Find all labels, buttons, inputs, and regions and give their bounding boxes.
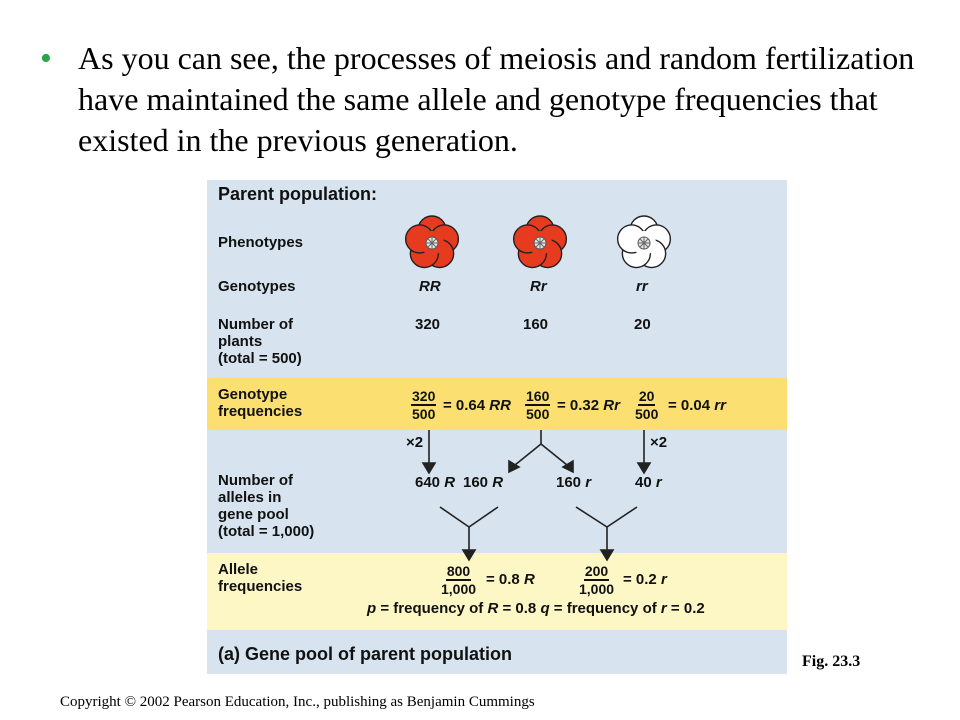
bullet-dot: • [40,40,52,77]
stamen-line [643,242,649,248]
frequency-rr-hetero: = 0.32 Rr [557,397,620,414]
count-rr-hetero: 160 [523,316,549,333]
allele-frequency-band [207,553,787,630]
gene-pool-figure: Parent population: Phenotypes Genotypes … [207,180,787,674]
stamen-line [539,242,545,248]
copyright-notice: Copyright © 2002 Pearson Education, Inc.… [60,694,535,710]
bullet-text: As you can see, the processes of meiosis… [78,40,915,158]
count-rr-recessive: 20 [634,316,651,333]
flower-red-rr-hetero-icon [512,215,568,269]
bullet-point: • As you can see, the processes of meios… [40,38,920,161]
allele-arrows [421,430,652,562]
stamen-line [639,238,645,244]
frequency-rr-dominant: = 0.64 RR [443,397,511,414]
genotype-rr-dominant: RR [419,278,441,295]
frequency-rr-recessive: = 0.04 rr [668,397,726,414]
multiplier-left: ×2 [406,434,424,451]
allele-count-label: Number of alleles in gene pool (total = … [218,472,315,540]
figure-number: Fig. 23.3 [802,653,861,670]
figure-caption: (a) Gene pool of parent population [218,644,512,664]
allele-frequency-label: Allele frequencies [218,561,303,595]
count-rr-dominant: 320 [415,316,441,333]
allele-count-40-r: 40 r [635,474,662,491]
flower-red-rr-icon [404,215,460,269]
genotype-frequency-label: Genotype frequencies [218,386,303,420]
genotype-rr-hetero: Rr [530,278,547,295]
figure-title: Parent population: [218,184,377,204]
genotype-frequency-band [207,378,787,430]
flower-white-icon [616,215,672,269]
stamen-line [431,242,437,248]
frequency-allele-r: = 0.2 r [623,571,667,588]
diagram-graphics [404,215,672,562]
stamen-line [427,242,433,248]
stamen-line [539,238,545,244]
multiplier-right: ×2 [650,434,668,451]
stamen-line [643,238,649,244]
allele-count-160-R: 160 R [463,474,504,491]
allele-count-160-r: 160 r [556,474,592,491]
plant-count-label: Number of plants (total = 500) [218,316,302,367]
stamen-line [431,238,437,244]
stamen-line [639,242,645,248]
phenotypes-label: Phenotypes [218,234,304,251]
genotypes-label: Genotypes [218,278,296,295]
caption-band [207,630,787,674]
stamen-line [535,242,541,248]
genotype-rr-recessive: rr [636,278,648,295]
stamen-line [535,238,541,244]
stamen-line [427,238,433,244]
p-q-summary: p = frequency of R = 0.8 q = frequency o… [367,600,705,617]
frequency-allele-R: = 0.8 R [486,571,535,588]
allele-count-640-R: 640 R [415,474,456,491]
